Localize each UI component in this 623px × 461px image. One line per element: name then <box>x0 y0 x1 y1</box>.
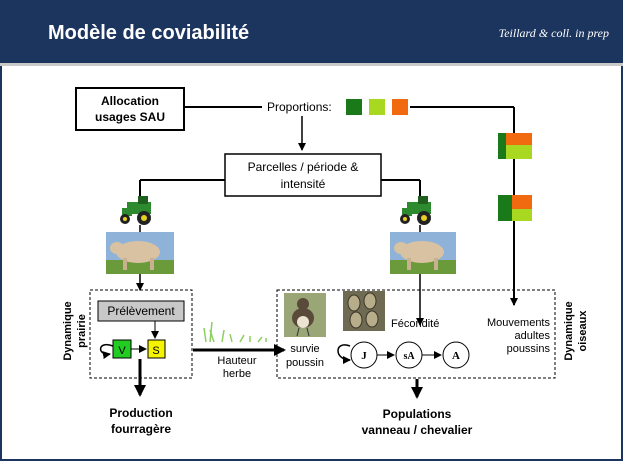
tractor-icon-right <box>400 196 431 225</box>
bird-dynamics-box <box>276 289 556 379</box>
parcelles-label-2: intensité <box>281 177 326 191</box>
grass-icon <box>203 321 267 343</box>
dynamique-prairie-label-1: Dynamique <box>62 301 74 360</box>
proportion-bar-1 <box>498 133 532 159</box>
cow-photo-left <box>106 232 174 274</box>
proportions-label: Proportions: <box>267 100 332 114</box>
survie-label-2: poussin <box>286 357 324 369</box>
parcelles-label-1: Parcelles / période & <box>248 160 359 174</box>
prelevement-box <box>97 300 185 322</box>
dynamique-prairie-label-2: prairie <box>76 314 88 348</box>
mouvements-label-1: Mouvements <box>487 317 550 329</box>
node-a-label: A <box>452 350 460 362</box>
node-a <box>442 341 470 369</box>
survie-label-1: survie <box>290 343 319 355</box>
node-a-spacer <box>456 336 460 342</box>
populations-label-2: vanneau / chevalier <box>362 423 473 437</box>
proportion-bar-2 <box>498 195 532 221</box>
fecondite-label: Fécondité <box>391 318 439 330</box>
mouvements-label-2: adultes <box>515 330 551 342</box>
populations-label-1: Populations <box>383 407 452 421</box>
production-label-1: Production <box>109 406 172 420</box>
hauteur-label-2: herbe <box>223 368 251 380</box>
chick-photo <box>284 293 326 337</box>
allocation-label-1: Allocation <box>101 94 159 108</box>
slide-header: Modèle de coviabilité Teillard & coll. i… <box>0 0 623 66</box>
slide-title: Modèle de coviabilité <box>48 22 250 44</box>
proportion-swatch-orange <box>392 99 408 115</box>
tractor-icon-left <box>120 196 151 225</box>
production-label-2: fourragère <box>111 422 171 436</box>
s-box <box>147 339 166 359</box>
proportion-swatch-light-green <box>369 99 385 115</box>
eggs-photo <box>343 291 385 331</box>
slide-credit: Teillard & coll. in prep <box>498 26 609 40</box>
dynamique-oiseaux-label-1: Dynamique <box>563 301 575 360</box>
s-label: S <box>152 345 159 357</box>
hauteur-label-1: Hauteur <box>217 355 256 367</box>
v-self-loop <box>99 343 114 360</box>
parcelles-box <box>224 153 382 197</box>
allocation-box <box>75 87 185 131</box>
mouvements-label-3: poussins <box>507 343 551 355</box>
cow-photo-right <box>390 232 456 274</box>
prelevement-label: Prélèvement <box>107 304 175 318</box>
node-j-label: J <box>361 350 367 362</box>
v-label: V <box>118 345 126 357</box>
dynamique-oiseaux-label-2: oiseaux <box>577 310 589 352</box>
j-self-loop <box>337 344 351 364</box>
node-sa-label: sA <box>403 351 415 362</box>
proportion-swatch-dark-green <box>346 99 362 115</box>
allocation-label-2: usages SAU <box>95 110 165 124</box>
